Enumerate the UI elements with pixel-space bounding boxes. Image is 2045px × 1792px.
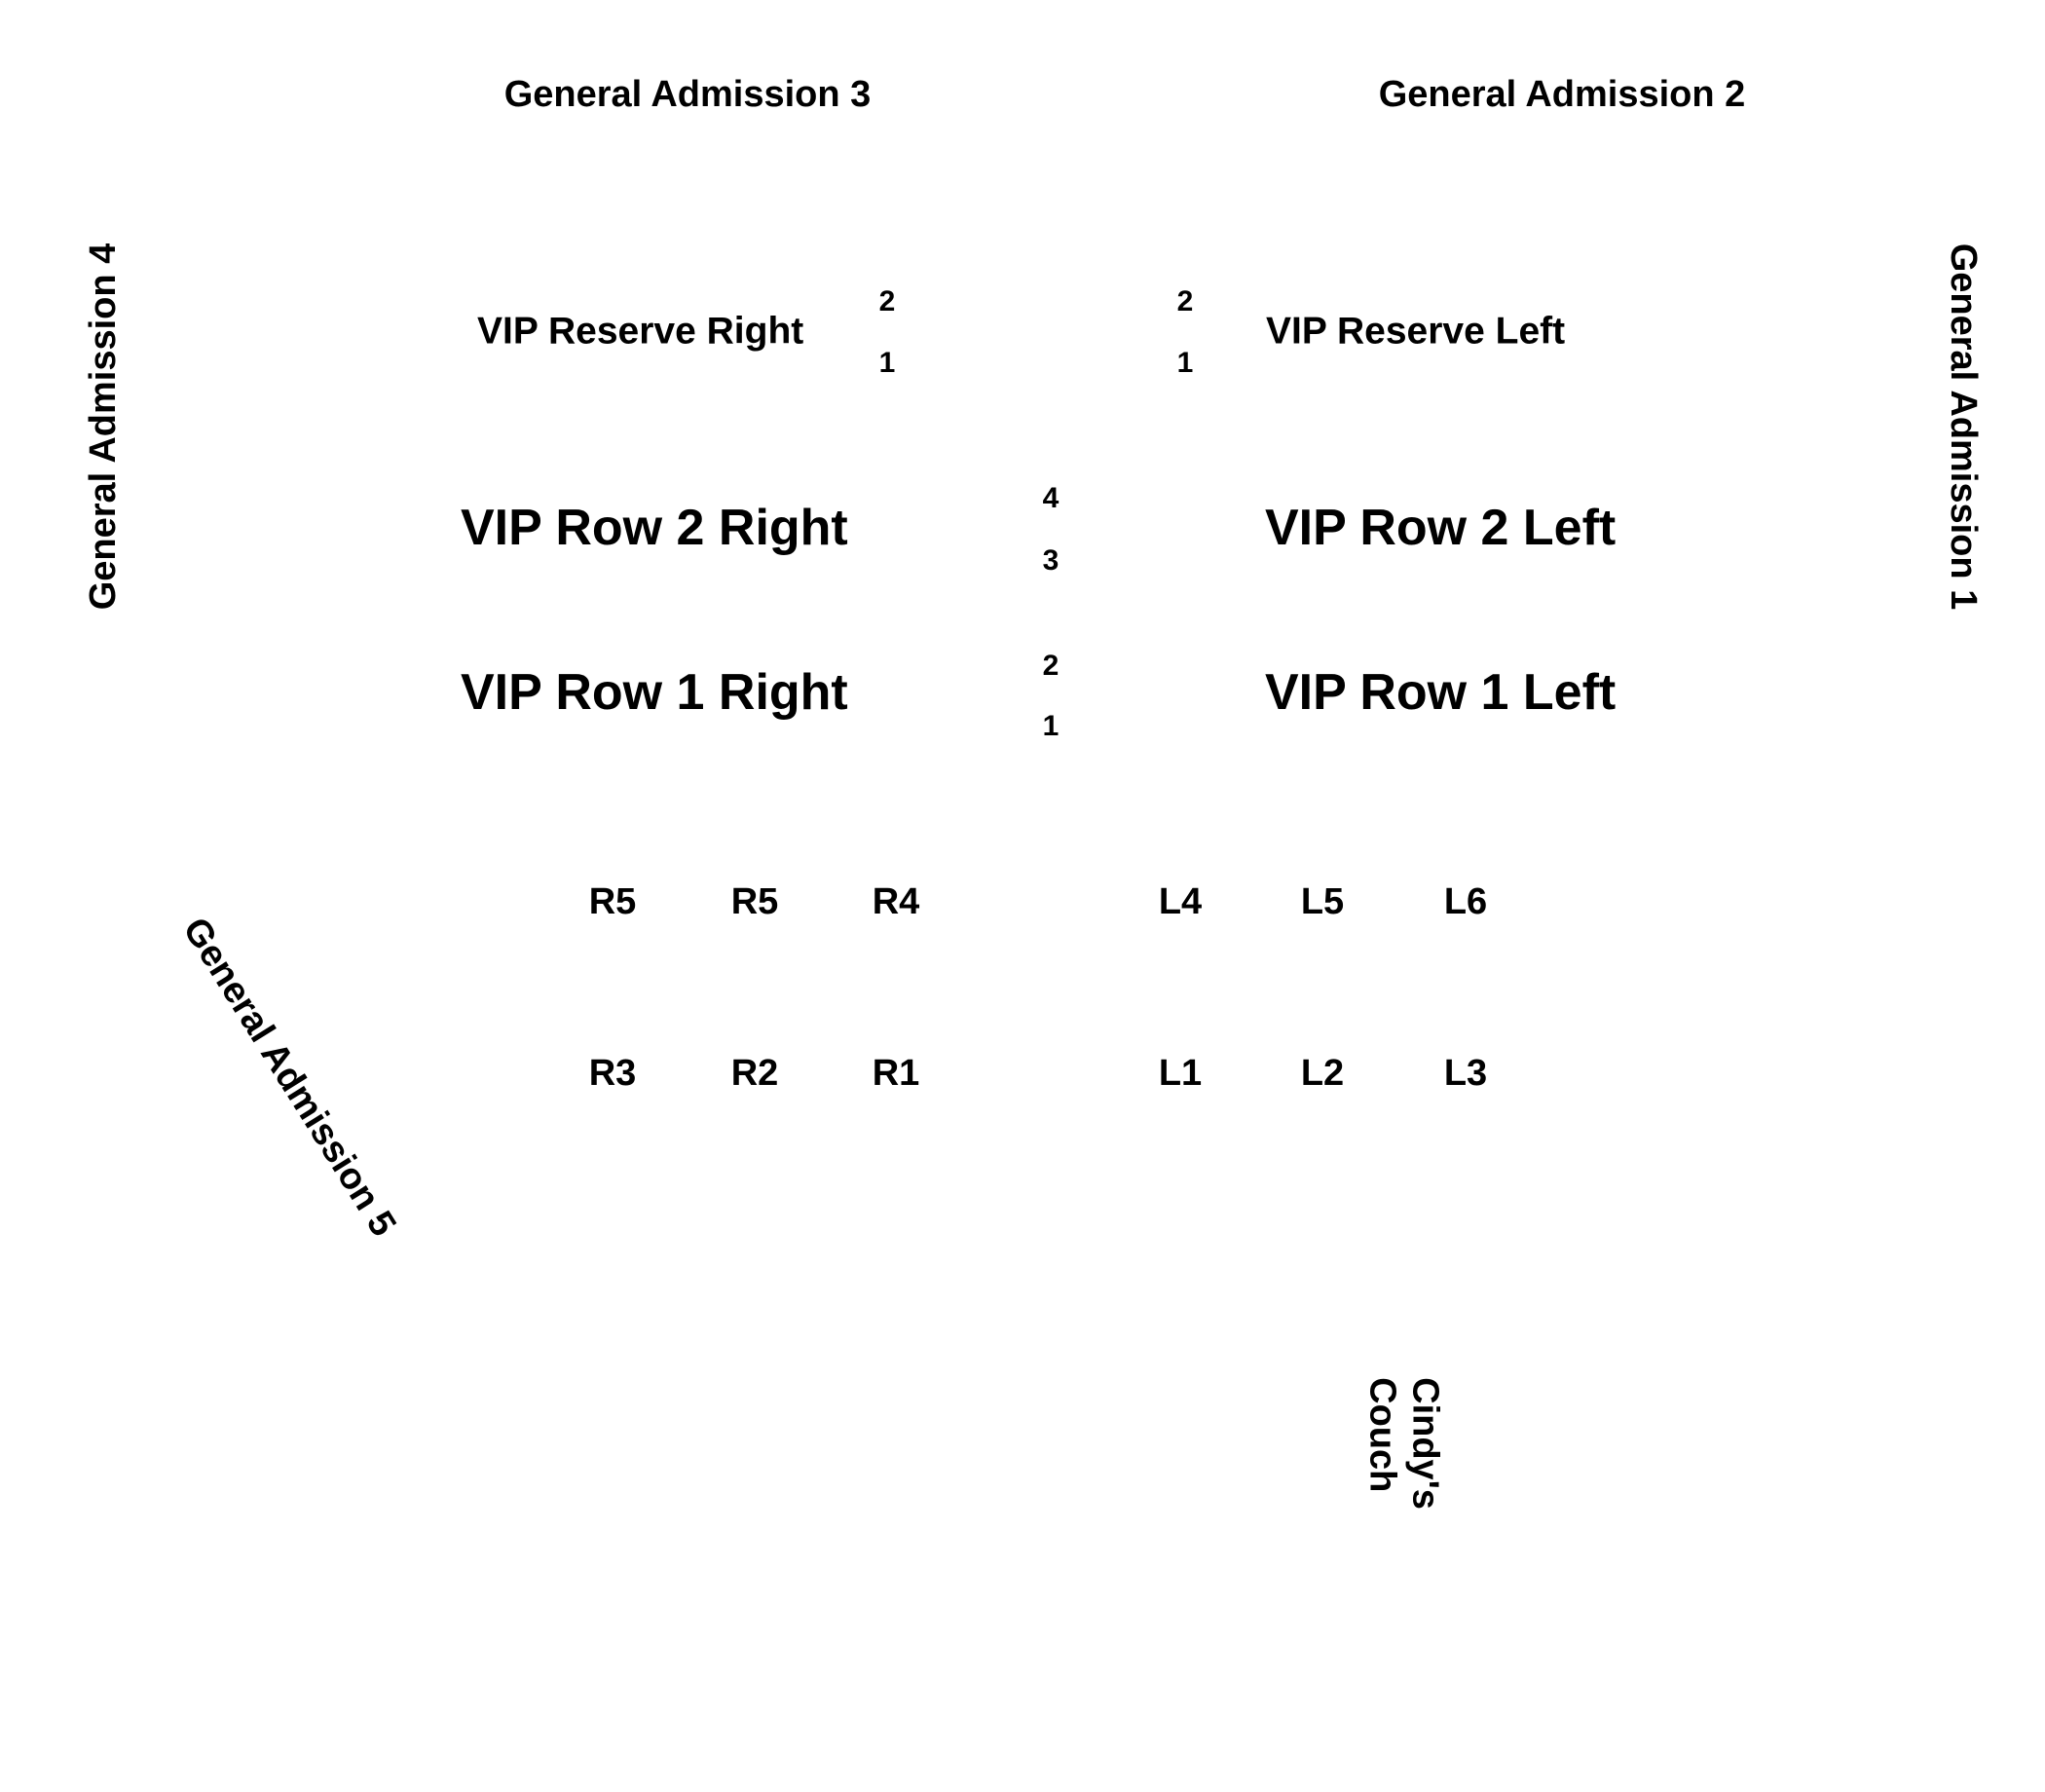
- table-r2: R2: [730, 1053, 779, 1094]
- vip-row-2-left-label: VIP Row 2 Left: [1265, 500, 1617, 556]
- vip-row-1-left-label: VIP Row 1 Left: [1265, 664, 1617, 721]
- center-seat-4: 4: [1042, 482, 1060, 514]
- reserve-left-seat-1: 1: [1176, 347, 1194, 379]
- table-r1: R1: [872, 1053, 920, 1094]
- center-seat-1: 1: [1042, 710, 1060, 742]
- table-l5: L5: [1300, 881, 1345, 922]
- table-l4: L4: [1158, 881, 1203, 922]
- vip-reserve-left-label: VIP Reserve Left: [1266, 310, 1566, 353]
- section-general-admission-4: General Admission 4: [83, 243, 124, 611]
- table-l2: L2: [1300, 1053, 1345, 1094]
- section-general-admission-5: General Admission 5: [174, 911, 404, 1244]
- cindys-couch-line-1: Cindy's: [1404, 1377, 1446, 1510]
- table-r4: R4: [872, 881, 920, 922]
- reserve-right-seat-2: 2: [878, 285, 896, 317]
- table-r5-b: R5: [730, 881, 779, 922]
- vip-row-2-right-label: VIP Row 2 Right: [461, 500, 848, 556]
- table-l3: L3: [1443, 1053, 1488, 1094]
- reserve-left-seat-2: 2: [1176, 285, 1194, 317]
- section-general-admission-1: General Admission 1: [1943, 243, 1984, 611]
- center-seat-2: 2: [1042, 650, 1060, 682]
- table-r5-a: R5: [588, 881, 637, 922]
- vip-row-1-right-label: VIP Row 1 Right: [461, 664, 848, 721]
- section-general-admission-2: General Admission 2: [1378, 74, 1746, 115]
- vip-reserve-right-label: VIP Reserve Right: [477, 310, 804, 353]
- center-seat-3: 3: [1042, 544, 1060, 577]
- table-l6: L6: [1443, 881, 1488, 922]
- reserve-right-seat-1: 1: [878, 347, 896, 379]
- cindys-couch-label: Cindy's Couch: [1360, 1377, 1446, 1510]
- section-general-admission-3: General Admission 3: [503, 74, 872, 115]
- table-l1: L1: [1158, 1053, 1203, 1094]
- cindys-couch-line-2: Couch: [1362, 1377, 1403, 1493]
- table-r3: R3: [588, 1053, 637, 1094]
